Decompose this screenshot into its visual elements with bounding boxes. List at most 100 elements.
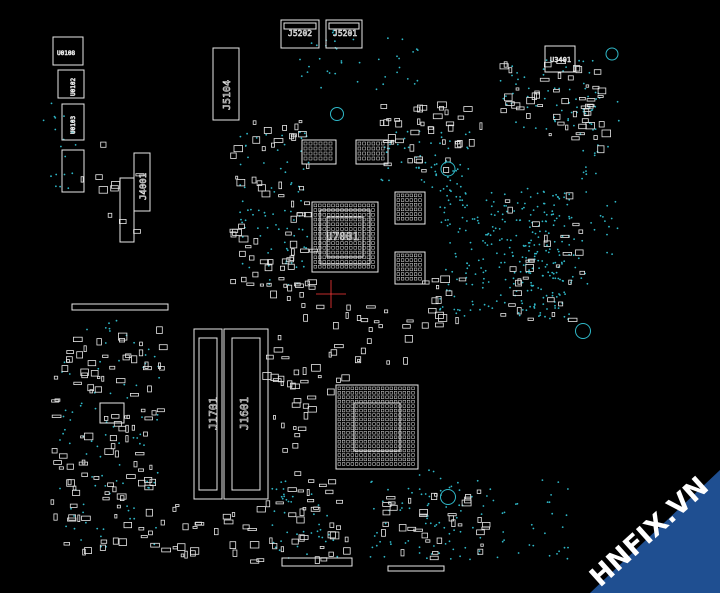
- via: [567, 119, 569, 122]
- smd-part: [159, 365, 165, 371]
- smd-part: [525, 259, 535, 263]
- cpu-pin: [376, 417, 380, 422]
- connector-bottom[interactable]: [281, 557, 353, 567]
- connector-j5201[interactable]: [325, 19, 363, 49]
- cpu-pin: [407, 404, 411, 408]
- mem-ball: [418, 193, 422, 198]
- connector-strip-left[interactable]: [119, 177, 135, 243]
- via: [440, 131, 443, 134]
- dimm-slot-j1701[interactable]: [193, 328, 223, 500]
- via: [585, 191, 588, 193]
- smd-part: [140, 408, 146, 413]
- smd-part: [135, 173, 145, 177]
- via: [548, 248, 551, 251]
- smd-part: [400, 549, 405, 557]
- via: [126, 397, 129, 399]
- chip-u0102[interactable]: [57, 69, 85, 99]
- mem-ball: [405, 212, 409, 216]
- mem-ball: [405, 263, 409, 267]
- mem-ball: [405, 207, 409, 212]
- bga-ball: [358, 250, 362, 255]
- via: [68, 373, 71, 375]
- bga-ball: [344, 232, 348, 236]
- chip-left-mid[interactable]: [99, 402, 125, 424]
- via: [481, 286, 484, 289]
- via: [545, 59, 548, 61]
- bga-ball: [335, 203, 340, 208]
- cpu-pin: [372, 462, 376, 466]
- cpu-pin: [402, 404, 406, 408]
- dimm-slot-j1601[interactable]: [223, 328, 269, 500]
- cpu-pin: [346, 417, 350, 422]
- via: [416, 79, 419, 82]
- via: [418, 474, 421, 476]
- mem-ball: [396, 193, 400, 198]
- chip-mem-bottom[interactable]: [394, 251, 426, 285]
- smd-part: [307, 406, 317, 413]
- via: [426, 517, 428, 520]
- via: [401, 507, 403, 509]
- via: [529, 226, 531, 229]
- via: [466, 204, 468, 207]
- via: [439, 142, 441, 145]
- via: [315, 44, 318, 47]
- via: [455, 255, 457, 258]
- via: [496, 556, 499, 559]
- via: [458, 504, 461, 507]
- mounting-hole: [440, 489, 456, 505]
- cpu-pin: [372, 404, 376, 408]
- cpu-pin: [376, 431, 380, 435]
- bga-ball: [349, 260, 353, 264]
- chip-pad: [328, 156, 333, 161]
- bga-ball: [366, 227, 371, 231]
- smd-part: [551, 311, 556, 317]
- chip-u7301[interactable]: [301, 139, 337, 165]
- chip-u3401[interactable]: [544, 45, 576, 73]
- chip-u0108[interactable]: [52, 36, 84, 66]
- bga-ball: [353, 260, 357, 264]
- chip-pad: [357, 141, 362, 146]
- via: [518, 260, 521, 263]
- via: [479, 536, 482, 539]
- connector-bottom-right[interactable]: [387, 565, 445, 572]
- smd-part: [526, 97, 535, 105]
- via: [429, 522, 432, 525]
- connector-j5104[interactable]: [212, 47, 240, 121]
- smd-part: [119, 218, 127, 224]
- chip-u0103[interactable]: [61, 103, 85, 141]
- mem-ball: [418, 263, 422, 267]
- via: [317, 504, 320, 506]
- smd-part: [96, 338, 102, 346]
- smd-part: [259, 259, 269, 265]
- smd-part: [242, 524, 250, 530]
- smd-part: [281, 258, 290, 265]
- connector-horizontal[interactable]: [71, 303, 169, 311]
- via: [476, 216, 479, 219]
- chip-u0104[interactable]: [61, 149, 85, 193]
- smd-part: [213, 528, 219, 536]
- smd-part: [464, 496, 472, 504]
- smd-part: [278, 194, 285, 198]
- via: [375, 544, 378, 547]
- connector-j5202[interactable]: [280, 19, 320, 49]
- cpu-pin: [411, 391, 415, 395]
- bga-ball: [349, 217, 353, 222]
- via: [453, 308, 456, 311]
- via: [448, 540, 451, 543]
- smd-part: [383, 119, 390, 126]
- via: [528, 269, 530, 272]
- smd-part: [82, 548, 86, 556]
- cpu-pin: [346, 453, 350, 457]
- chip-mem-top[interactable]: [394, 191, 426, 225]
- cpu-pin: [402, 417, 406, 422]
- label-u0108: U0108: [57, 50, 75, 57]
- via: [555, 193, 557, 196]
- via: [532, 544, 535, 547]
- chip-u7302[interactable]: [355, 139, 389, 165]
- cpu-pin: [368, 404, 372, 408]
- via: [512, 277, 515, 280]
- bga-ball: [318, 255, 322, 259]
- smd-part: [443, 166, 450, 173]
- cpu-pin: [372, 408, 376, 413]
